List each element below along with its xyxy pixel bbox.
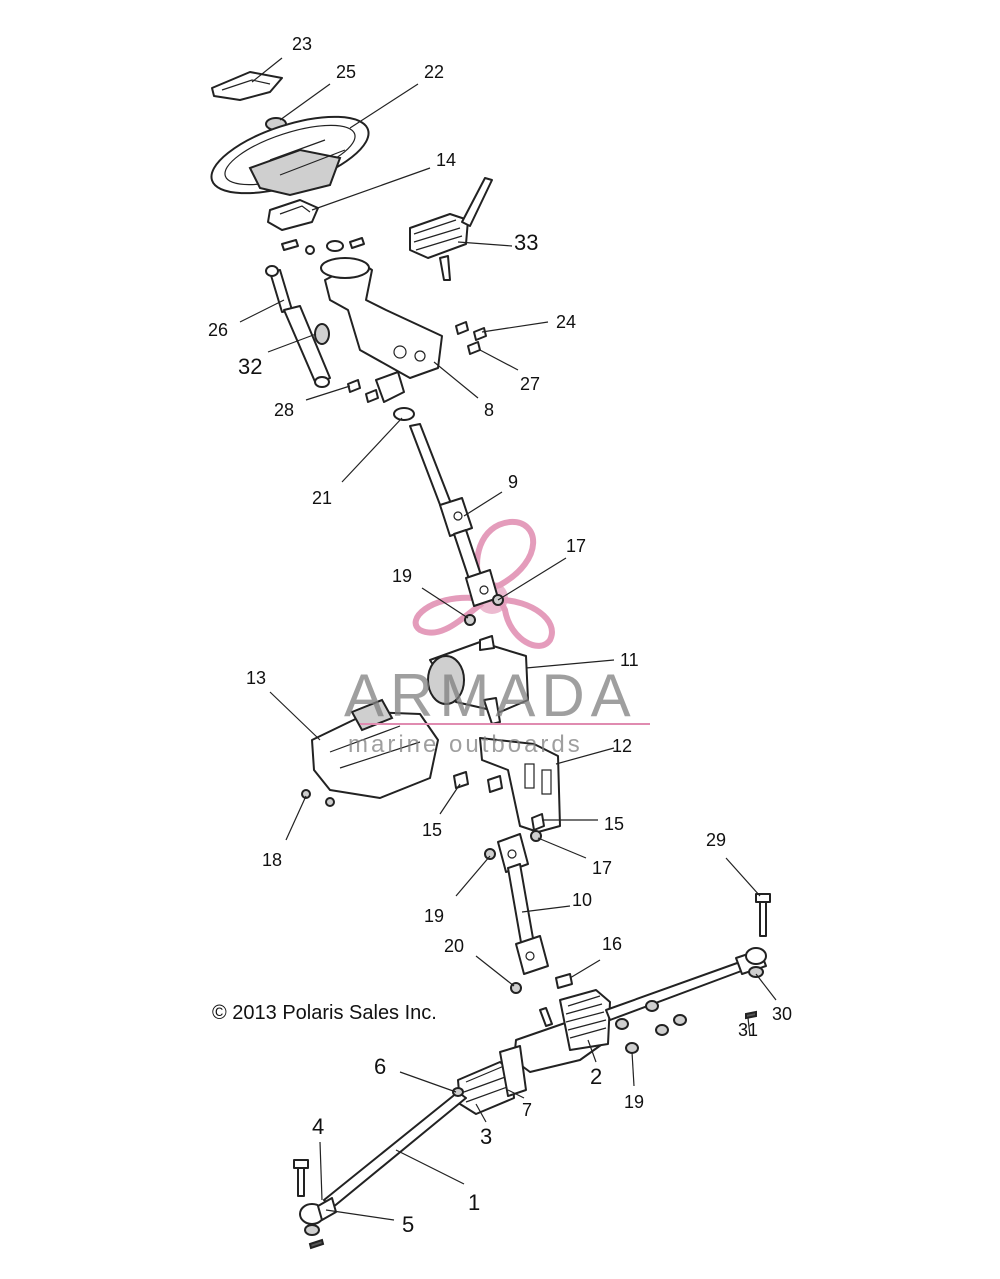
callout-18: 18 [262,850,282,870]
callout-6: 6 [374,1054,386,1079]
callout-28: 28 [274,400,294,420]
watermark-brand: ARMADA [344,662,637,729]
callout-12: 12 [612,736,632,756]
callout-22: 22 [424,62,444,82]
lower-shaft-hardware [484,830,573,994]
callout-23: 23 [292,34,312,54]
callout-5: 5 [402,1212,414,1237]
right-tie-rod [605,947,767,1021]
leader-lines [239,57,777,1221]
rack-mount-nuts [615,1000,687,1054]
callout-17-upper: 17 [566,536,586,556]
callout-14: 14 [436,150,456,170]
part-6-clamp [452,1087,464,1097]
part-8-column-bracket [320,257,443,403]
callout-26: 26 [208,320,228,340]
column-top-hardware [305,237,365,255]
part-21-bushing [393,407,415,421]
callout-19-upper: 19 [392,566,412,586]
part-14-hub-adapter [267,199,319,231]
callout-2: 2 [590,1064,602,1089]
tie-rod-right-hardware [745,893,771,1020]
part-23-wheel-cap [211,71,283,101]
callout-7: 7 [522,1100,532,1120]
callout-13: 13 [246,668,266,688]
callout-27: 27 [520,374,540,394]
part-1-left-tie-rod [323,1091,467,1209]
callout-11: 11 [620,650,639,670]
callout-4: 4 [312,1114,324,1139]
callout-16: 16 [602,934,622,954]
callout-33: 33 [514,230,538,255]
callout-15-right: 15 [604,814,624,834]
callout-25: 25 [336,62,356,82]
callout-31: 31 [738,1020,758,1040]
callout-8: 8 [484,400,494,420]
part-2-steering-rack [513,989,611,1073]
copyright-notice: © 2013 Polaris Sales Inc. [212,1002,437,1024]
part-7-boot-clamp [499,1045,527,1097]
callout-32: 32 [238,354,262,379]
part-10-lower-shaft [497,833,549,975]
bracket-bolts-15 [453,771,545,831]
part-13-eps-cover [311,698,439,799]
part-9-upper-shaft [409,423,499,607]
callout-24: 24 [556,312,576,332]
part-4-bolt [293,1159,325,1250]
callout-20: 20 [444,936,464,956]
callout-30: 30 [772,1004,792,1024]
part-33-tilt-lever [409,177,493,281]
callout-9: 9 [508,472,518,492]
callout-19-mid: 19 [424,906,444,926]
callout-10: 10 [572,890,592,910]
watermark-tagline: marine outboards [348,731,583,758]
callout-21: 21 [312,488,332,508]
callout-17-lower: 17 [592,858,612,878]
part-11-eps-unit [427,635,529,725]
callout-3: 3 [480,1124,492,1149]
callout-29: 29 [706,830,726,850]
part-26-gas-strut [265,239,331,388]
callout-15-left: 15 [422,820,442,840]
part-22-steering-wheel [210,115,370,197]
bracket-bolts [347,321,487,403]
part-32-clip [314,323,330,345]
watermark: ARMADA marine outboards [344,662,650,758]
callout-labels: 23 25 22 14 33 26 32 24 27 28 8 21 9 17 … [208,34,792,1237]
cover-screws [301,789,335,807]
callout-19-lower: 19 [624,1092,644,1112]
callout-1: 1 [468,1190,480,1215]
